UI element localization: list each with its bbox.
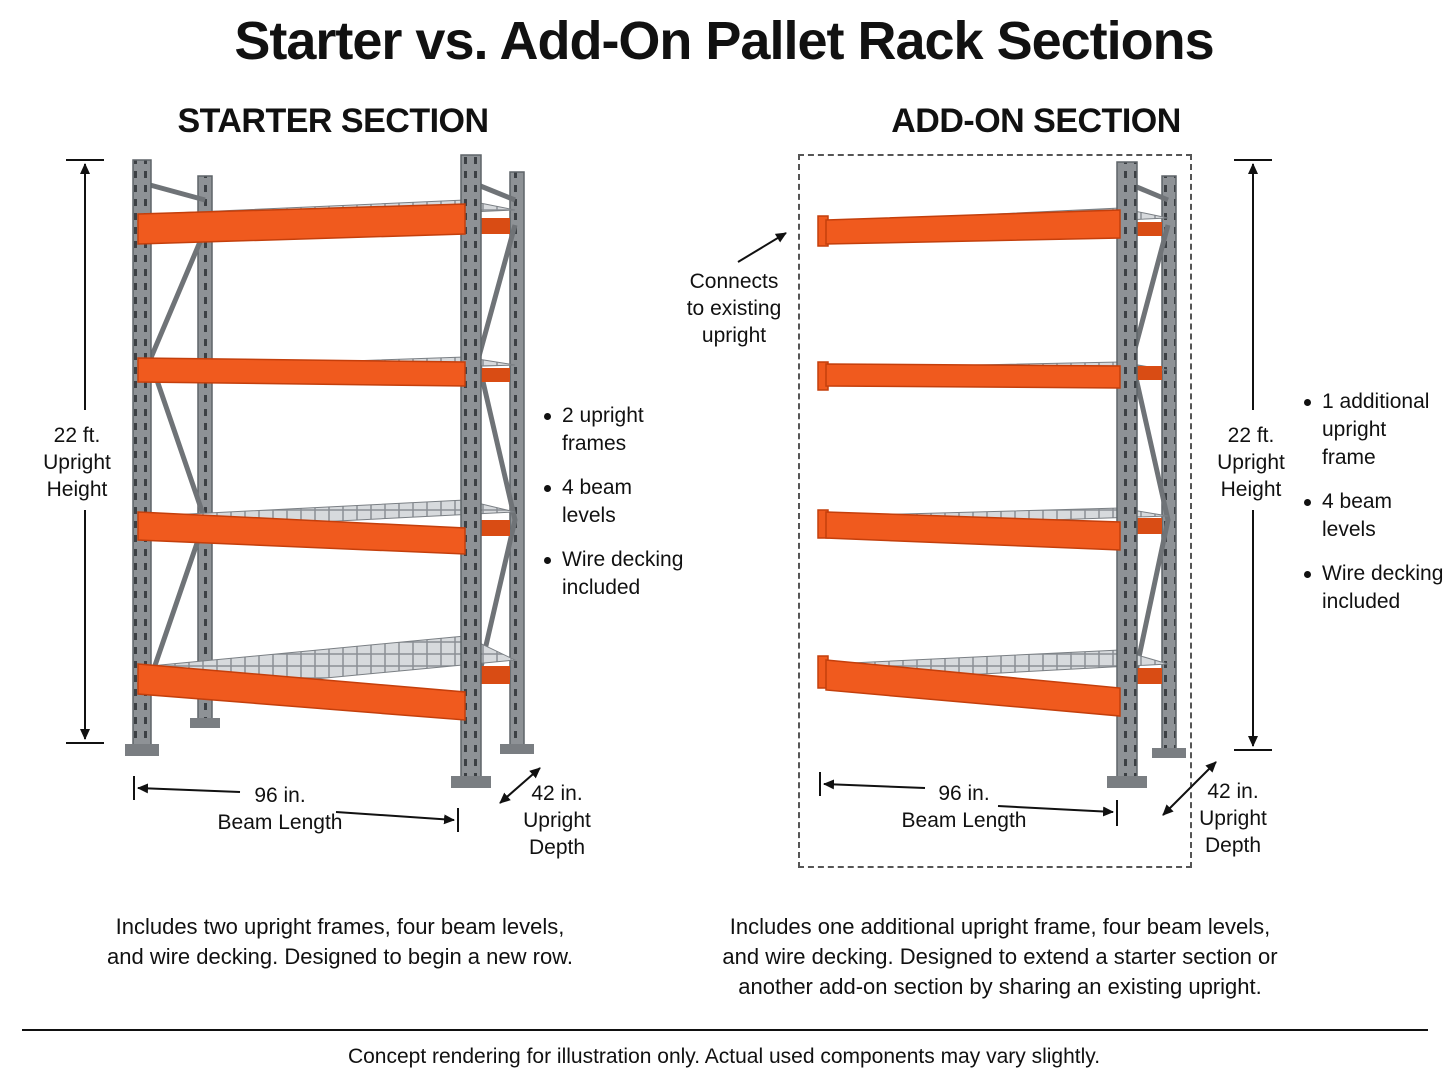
starter-length-label: 96 in. Beam Length xyxy=(200,782,360,836)
addon-height-value: 22 ft. xyxy=(1227,424,1275,447)
starter-height-label: 22 ft. Upright Height xyxy=(30,422,124,503)
starter-heading: STARTER SECTION xyxy=(177,102,489,140)
addon-bullet-item: 4 beam levels xyxy=(1304,488,1444,544)
addon-description-line2: and wire decking. Designed to extend a s… xyxy=(722,944,1278,969)
addon-bullet-1-line2: upright xyxy=(1322,418,1387,441)
addon-bullet-1-line1: 1 additional xyxy=(1322,390,1430,413)
addon-depth-line3: Depth xyxy=(1204,834,1262,857)
starter-height-value: 22 ft. xyxy=(53,424,101,447)
addon-bracing xyxy=(1129,182,1171,691)
starter-bullet-list: 2 upright frames 4 beam levels Wire deck… xyxy=(544,402,714,618)
starter-length-line2: Beam Length xyxy=(217,811,343,834)
starter-bullet-item: 4 beam levels xyxy=(544,474,714,530)
addon-height-label: 22 ft. Upright Height xyxy=(1204,422,1298,503)
addon-height-line2: Upright xyxy=(1217,451,1285,474)
starter-description-line2: and wire decking. Designed to begin a ne… xyxy=(107,944,573,969)
addon-height-line3: Height xyxy=(1220,478,1282,501)
starter-description: Includes two upright frames, four beam l… xyxy=(60,912,620,972)
starter-bullet-3-line1: Wire decking xyxy=(562,548,684,571)
dimension-lines xyxy=(66,159,1272,832)
starter-bullet-2-line2: levels xyxy=(562,504,616,527)
addon-bullet-2-line1: 4 beam xyxy=(1322,490,1393,513)
connects-line3: upright xyxy=(701,324,767,347)
addon-outline xyxy=(798,154,1192,868)
starter-depth-value: 42 in. xyxy=(531,782,583,805)
starter-rack xyxy=(125,154,534,788)
addon-length-value: 96 in. xyxy=(938,782,990,805)
footer-disclaimer: Concept rendering for illustration only.… xyxy=(347,1045,1101,1068)
starter-bullet-item: 2 upright frames xyxy=(544,402,714,458)
addon-description-line1: Includes one additional upright frame, f… xyxy=(729,914,1271,939)
starter-depth-line3: Depth xyxy=(528,836,586,859)
addon-bullet-item: Wire decking included xyxy=(1304,560,1444,616)
addon-bullet-3-line1: Wire decking xyxy=(1322,562,1444,585)
addon-front-beams xyxy=(817,209,1121,717)
addon-depth-value: 42 in. xyxy=(1207,780,1259,803)
addon-rack xyxy=(817,161,1186,788)
addon-back-upright xyxy=(1161,175,1177,757)
starter-bracing xyxy=(147,182,518,681)
addon-depth-line2: Upright xyxy=(1199,807,1267,830)
starter-back-upright-left xyxy=(197,175,213,727)
starter-height-line2: Upright xyxy=(43,451,111,474)
connects-line2: to existing xyxy=(686,297,782,320)
starter-back-upright-right xyxy=(509,171,525,753)
page-title: Starter vs. Add-On Pallet Rack Sections xyxy=(234,11,1214,71)
addon-bullet-item: 1 additional upright frame xyxy=(1304,388,1444,472)
addon-description: Includes one additional upright frame, f… xyxy=(700,912,1300,1002)
starter-bullet-2-line1: 4 beam xyxy=(562,476,633,499)
starter-depth-label: 42 in. Upright Depth xyxy=(510,780,604,861)
connects-line1: Connects xyxy=(689,270,779,293)
addon-bullet-2-line2: levels xyxy=(1322,518,1376,541)
addon-bullet-3-line2: included xyxy=(1322,590,1401,613)
starter-front-upright-right xyxy=(460,154,482,784)
starter-description-line1: Includes two upright frames, four beam l… xyxy=(115,914,565,939)
addon-length-label: 96 in. Beam Length xyxy=(884,780,1044,834)
addon-bullet-1-line3: frame xyxy=(1322,446,1376,469)
starter-height-line3: Height xyxy=(46,478,108,501)
starter-length-value: 96 in. xyxy=(254,784,306,807)
starter-front-upright-left xyxy=(132,159,152,753)
starter-depth-line2: Upright xyxy=(523,809,591,832)
connects-label: Connects to existing upright xyxy=(676,268,792,349)
addon-depth-label: 42 in. Upright Depth xyxy=(1186,778,1280,859)
addon-bullet-list: 1 additional upright frame 4 beam levels… xyxy=(1304,388,1444,632)
starter-bullet-1-line2: frames xyxy=(562,432,627,455)
starter-front-beams xyxy=(137,203,466,721)
addon-description-line3: another add-on section by sharing an exi… xyxy=(738,974,1262,999)
footer-divider xyxy=(22,1029,1428,1031)
addon-length-line2: Beam Length xyxy=(901,809,1027,832)
starter-bullet-item: Wire decking included xyxy=(544,546,714,602)
addon-heading: ADD-ON SECTION xyxy=(891,102,1181,140)
starter-bullet-3-line2: included xyxy=(562,576,641,599)
starter-bullet-1-line1: 2 upright xyxy=(562,404,644,427)
